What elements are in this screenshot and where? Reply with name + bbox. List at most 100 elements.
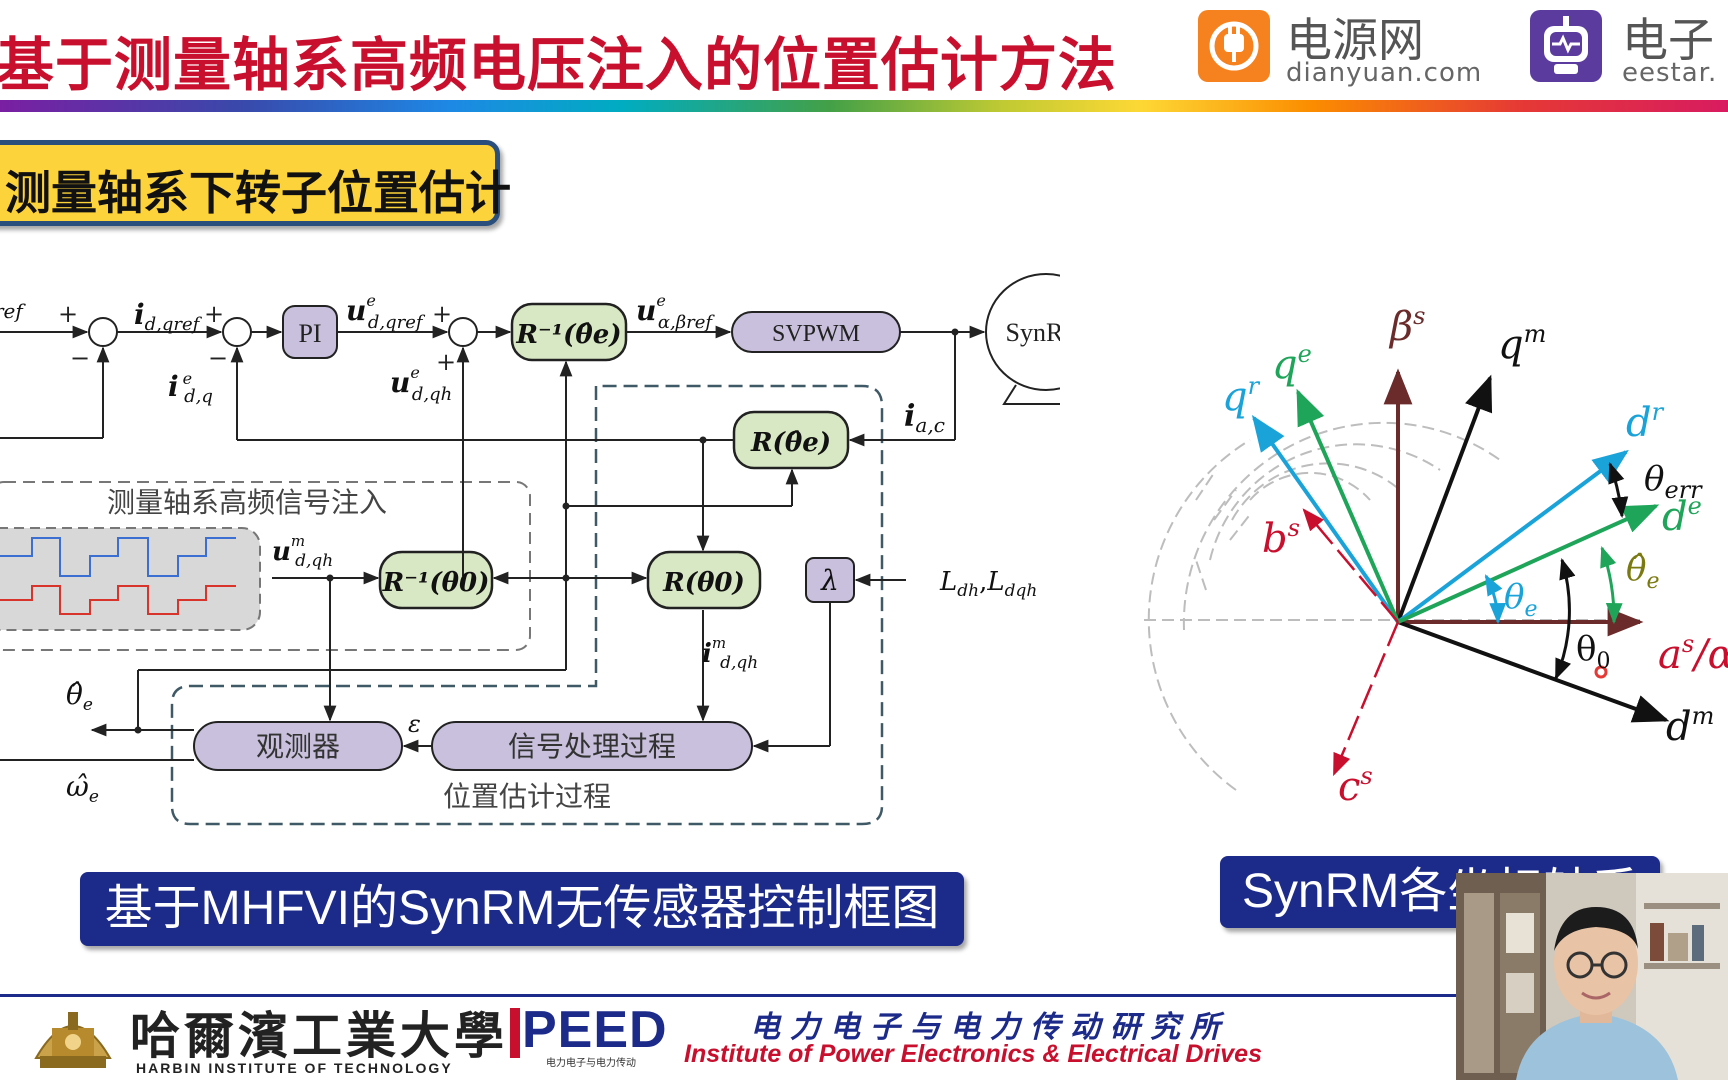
beta-s-label: βs — [1388, 302, 1425, 350]
cs-axis — [1332, 621, 1400, 777]
sum-junction-1 — [88, 317, 118, 347]
c-s-label: cs — [1338, 762, 1373, 810]
peed-logo-mark — [510, 1008, 520, 1058]
eestar-logo: 电子 eestar. — [1530, 10, 1728, 90]
qe-axis — [1296, 388, 1400, 623]
sum2-minus: − — [208, 344, 228, 372]
synrm-label: SynRM — [1006, 318, 1060, 347]
sum-junction-2 — [222, 317, 252, 347]
section-heading: 测量轴系下转子位置估计 — [0, 140, 511, 226]
de-axis — [1397, 504, 1660, 624]
r-theta0-block — [646, 550, 762, 610]
sum3-plus-left: + — [432, 300, 452, 328]
institute-name-en: Institute of Power Electronics & Electri… — [684, 1040, 1262, 1068]
dianyuan-logo-en: dianyuan.com — [1286, 58, 1483, 88]
presenter-video-frame — [1456, 873, 1728, 1080]
sum2-plus: + — [204, 300, 224, 328]
eestar-logo-icon — [1530, 10, 1602, 82]
axis-vector-diagram: βs qm qr qe dr θerr de θ̂e θe θ0 as/α dm… — [1144, 302, 1728, 810]
i-ac-label: ia,c — [904, 399, 945, 437]
qm-axis — [1396, 374, 1493, 623]
rinv-theta0-label: R⁻¹(θ0) — [382, 568, 490, 598]
position-estimation-region — [170, 384, 884, 826]
theta-e-label: θe — [1504, 577, 1538, 622]
omega-hat-e-output: ω̂e — [66, 770, 99, 807]
page-title: 基于测量轴系高频电压注入的位置估计方法 — [0, 31, 1118, 99]
rinv-theta-e-label: R⁻¹(θ̂e) — [515, 320, 621, 350]
q-r-label: qr — [1222, 372, 1261, 420]
sum1-plus: + — [58, 300, 78, 328]
theta-hat-e-output: θ̂e — [66, 678, 93, 715]
theta-err-arc — [1608, 462, 1629, 519]
presenter-webcam — [1456, 873, 1728, 1080]
footer-divider — [0, 994, 1460, 997]
hf-waveform-box — [0, 527, 261, 631]
header-rainbow-divider — [0, 100, 1728, 112]
section-heading-text: 测量轴系下转子位置估计 — [5, 166, 511, 220]
theta-0-label: θ0 — [1576, 629, 1610, 674]
qr-axis — [1251, 415, 1400, 624]
eestar-logo-cn: 电子 — [1622, 13, 1714, 67]
svpwm-label: SVPWM — [772, 321, 860, 347]
dianyuan-logo-icon — [1198, 10, 1270, 82]
observer-label: 观测器 — [256, 730, 340, 763]
signal-processing-label: 信号处理过程 — [508, 730, 676, 763]
sum-junction-3 — [448, 317, 478, 347]
d-e-label: de — [1662, 492, 1702, 540]
hf-injection-region — [0, 481, 531, 651]
d-r-label: dr — [1626, 398, 1665, 446]
theta-ref-label: ref — [0, 299, 26, 323]
sum1-minus: − — [70, 344, 90, 372]
sum3-plus-bottom: + — [436, 348, 456, 376]
pi-label: PI — [298, 319, 321, 348]
as-alpha-label: as/α — [1658, 630, 1728, 678]
theta-hat-e-label: θ̂e — [1626, 549, 1660, 594]
institute-name-cn: 电力电子与电力传动研究所 — [750, 1010, 1230, 1045]
q-e-label: qe — [1272, 340, 1312, 388]
hf-waveform-blue — [0, 537, 236, 577]
rotor-structure-sketch — [1144, 421, 1640, 791]
peed-logo: PEED — [522, 1001, 668, 1059]
q-m-label: qm — [1498, 320, 1546, 368]
position-estimation-label: 位置估计过程 — [443, 780, 611, 813]
observer-block — [193, 721, 403, 771]
lambda-label: λ — [820, 564, 839, 597]
hf-injection-label: 测量轴系高频信号注入 — [107, 486, 387, 519]
block-diagram-caption: 基于MHFVI的SynRM无传感器控制框图 — [80, 872, 964, 946]
hit-name-en: HARBIN INSTITUTE OF TECHNOLOGY — [136, 1060, 453, 1076]
dianyuan-logo: 电源网 dianyuan.com — [1198, 10, 1498, 90]
theta-err-label: θerr — [1644, 459, 1703, 504]
synrm-base — [1002, 384, 1060, 405]
pointer-dot — [1594, 665, 1608, 679]
r-theta0-label: R(θ0) — [662, 568, 745, 598]
bs-axis — [1302, 508, 1399, 623]
theta-0-arc — [1554, 557, 1576, 680]
hit-name-cn: 哈爾濱工業大學 — [130, 1006, 508, 1065]
d-m-label: dm — [1666, 702, 1714, 750]
junction-dots — [134, 328, 959, 734]
hit-emblem — [30, 998, 116, 1074]
dianyuan-logo-cn: 电源网 — [1286, 13, 1424, 67]
r-theta-e-label: R(θ̂e) — [750, 428, 831, 458]
control-block-diagram: PI R⁻¹(θ̂e) SVPWM SynRM R(θ̂e) R⁻¹(θ0) R… — [0, 273, 1060, 826]
synrm-motor — [985, 273, 1060, 391]
dr-axis — [1396, 449, 1629, 624]
i-dqref-label: id,qref — [134, 298, 203, 335]
theta-e-arc — [1484, 574, 1507, 625]
epsilon-label: ε — [408, 710, 421, 738]
plug-icon — [1209, 21, 1259, 71]
b-s-label: bs — [1262, 514, 1300, 562]
theta-hat-e-arc — [1600, 546, 1623, 625]
l-params-label: Ldh,Ldqh — [939, 567, 1037, 601]
dm-axis — [1397, 620, 1670, 723]
university-emblem-icon — [34, 1012, 112, 1068]
eestar-logo-en: eestar. — [1622, 58, 1718, 88]
peed-subtitle: 电力电子与电力传动 — [546, 1058, 636, 1069]
hf-waveform-red — [0, 585, 236, 615]
